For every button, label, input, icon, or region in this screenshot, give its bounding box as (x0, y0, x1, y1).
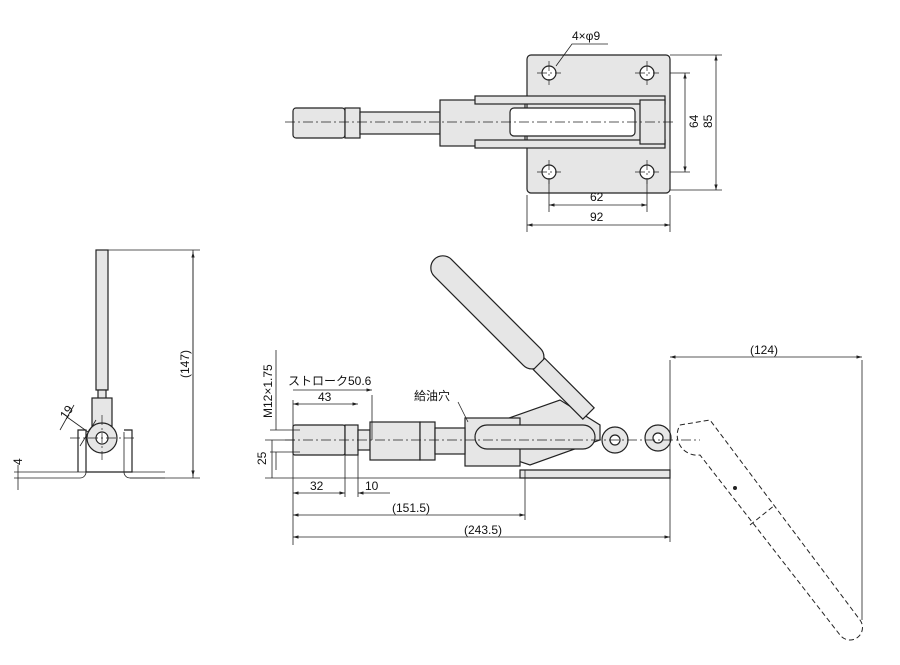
top-view: 4×φ9 64 85 62 92 (285, 29, 722, 232)
dim-43: 43 (318, 390, 332, 404)
oil-hole-label: 給油穴 (414, 388, 450, 403)
dim-64: 64 (687, 114, 701, 128)
rod (359, 111, 441, 135)
handle (95, 249, 109, 391)
dim-10: 10 (365, 479, 379, 493)
mounting-holes (537, 61, 659, 184)
dim-85: 85 (701, 114, 715, 128)
dim-4: 4 (11, 458, 25, 465)
stroke-label: ストローク50.6 (288, 374, 372, 388)
side-view: (147) 19 4 (11, 249, 200, 490)
dim-147: (147) (178, 350, 192, 378)
handle (430, 255, 595, 420)
thread-label: M12×1.75 (261, 364, 275, 418)
dim-92: 92 (590, 210, 604, 224)
knurled-plunger (292, 107, 346, 139)
knurled-plunger (292, 424, 346, 456)
dim-25: 25 (255, 451, 269, 465)
front-view: ストローク50.6 43 給油穴 M12×1.75 25 32 10 (151.… (255, 255, 863, 641)
dim-124: (124) (750, 343, 778, 357)
dim-243-5: (243.5) (464, 523, 502, 537)
dim-151-5: (151.5) (392, 501, 430, 515)
base (519, 469, 671, 479)
nut (344, 107, 361, 139)
dim-62: 62 (590, 190, 604, 204)
dim-32: 32 (310, 479, 324, 493)
holes-label: 4×φ9 (572, 29, 600, 43)
ghost-handle (676, 419, 863, 641)
